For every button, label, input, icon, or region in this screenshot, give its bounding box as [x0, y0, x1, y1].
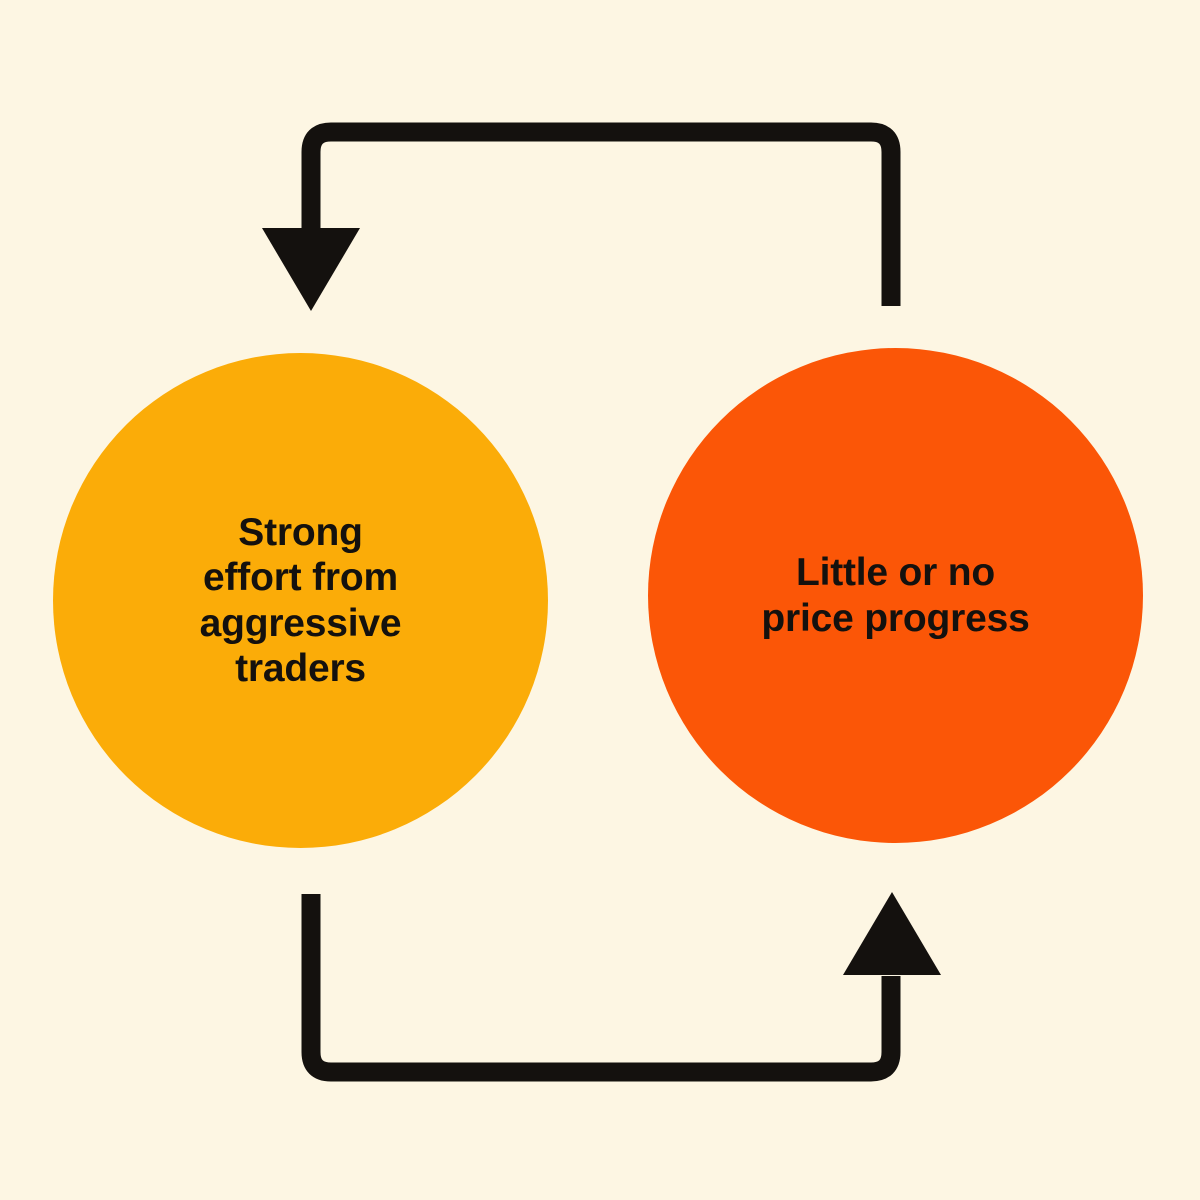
node-circle-right[interactable]: Little or no price progress — [648, 348, 1143, 843]
connector-bottom-path — [301, 894, 901, 1082]
node-circle-left[interactable]: Strong effort from aggressive traders — [53, 353, 548, 848]
arrowhead-down-icon — [262, 228, 360, 311]
node-right-label: Little or no price progress — [761, 551, 1030, 640]
connector-top-right-to-left — [262, 122, 901, 311]
arrowhead-up-icon — [843, 892, 941, 975]
connector-bottom-left-to-right — [301, 892, 941, 1082]
node-left-label: Strong effort from aggressive traders — [199, 511, 402, 690]
connector-top-path — [301, 122, 901, 306]
